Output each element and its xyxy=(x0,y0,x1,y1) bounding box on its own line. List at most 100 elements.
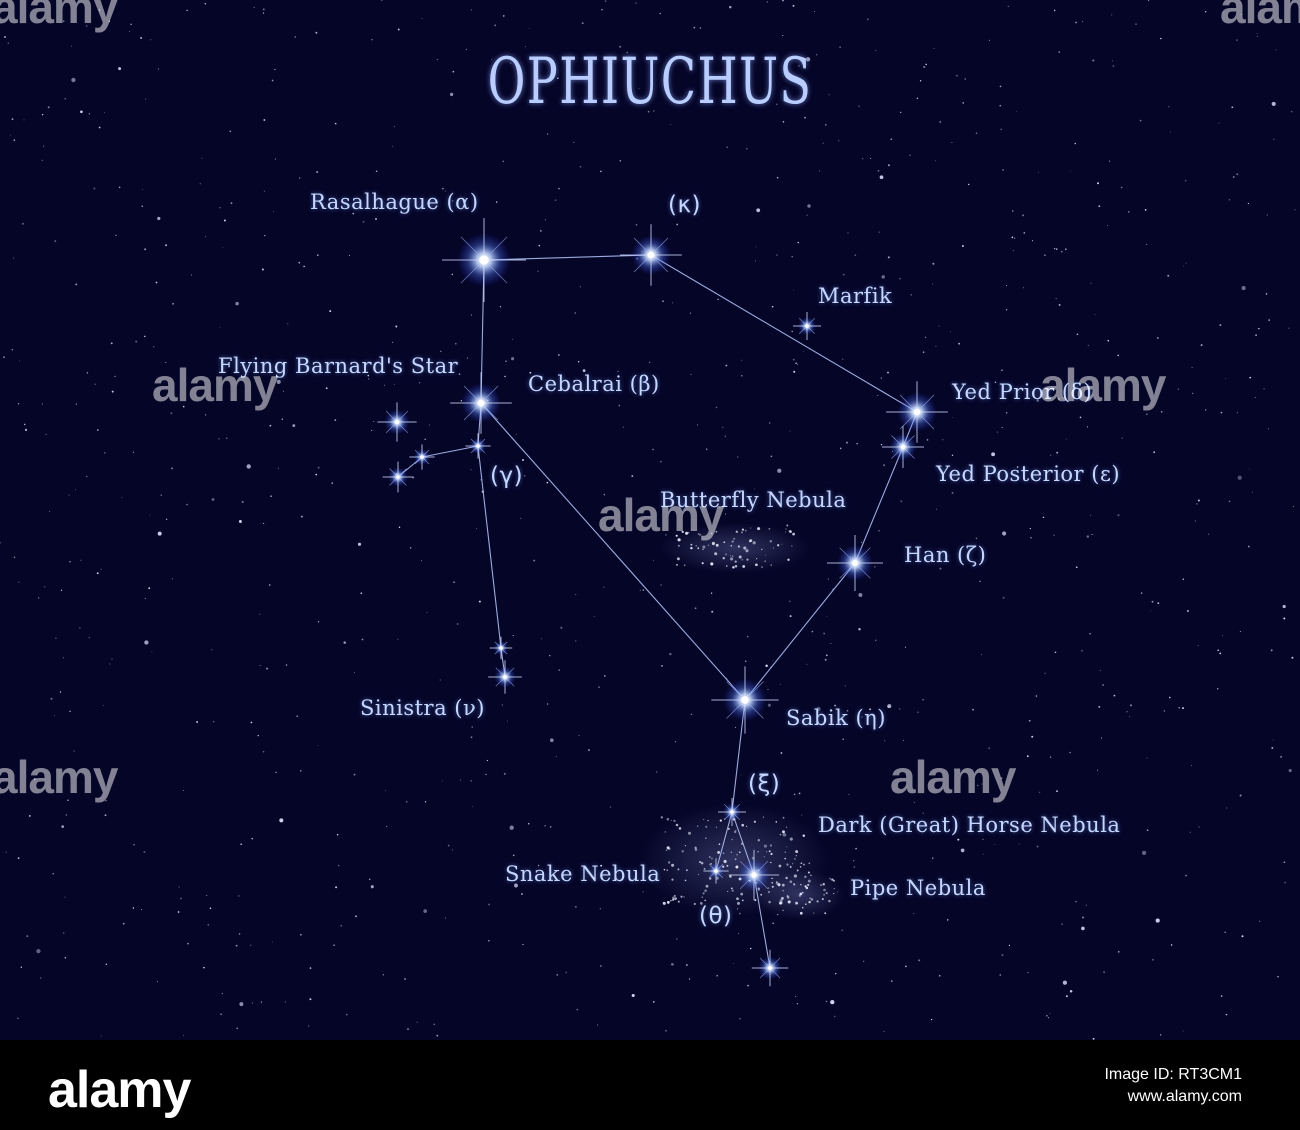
background-star xyxy=(665,534,667,536)
background-star xyxy=(451,273,454,276)
background-star xyxy=(528,28,530,29)
background-star xyxy=(212,720,215,723)
background-star xyxy=(329,310,332,313)
background-star xyxy=(250,944,252,946)
background-star xyxy=(1038,171,1040,173)
background-star xyxy=(1294,209,1296,211)
background-star xyxy=(308,1025,310,1027)
background-star xyxy=(86,475,88,478)
background-star xyxy=(555,756,557,758)
background-star xyxy=(1217,649,1220,652)
background-star xyxy=(41,159,43,161)
background-star xyxy=(18,581,20,584)
nebula-star xyxy=(787,900,791,904)
background-star xyxy=(951,454,954,457)
background-star xyxy=(776,254,778,256)
nebula-star xyxy=(753,820,757,823)
background-star xyxy=(588,749,590,752)
background-star xyxy=(1270,649,1273,652)
background-star xyxy=(1236,173,1239,176)
background-star xyxy=(690,373,692,376)
nebula-star xyxy=(730,851,732,853)
background-star xyxy=(767,703,771,707)
background-star xyxy=(686,964,688,966)
background-star xyxy=(724,435,726,437)
nebula-star xyxy=(757,838,761,842)
constellation-line-gamma-barnard2 xyxy=(421,445,479,458)
background-star xyxy=(1268,319,1270,321)
background-star xyxy=(880,377,882,379)
background-star xyxy=(393,125,395,127)
nebula-star xyxy=(684,879,687,882)
background-star xyxy=(1121,437,1123,439)
background-star xyxy=(230,202,233,204)
background-star xyxy=(501,704,503,706)
background-star xyxy=(114,375,116,378)
background-star xyxy=(391,341,394,344)
background-star xyxy=(854,254,857,256)
background-star xyxy=(219,326,221,328)
nebula-star xyxy=(799,911,803,915)
background-star xyxy=(1288,327,1290,329)
background-star xyxy=(903,739,905,741)
background-star xyxy=(47,106,50,109)
background-star xyxy=(791,255,793,258)
background-star xyxy=(219,207,221,209)
background-star xyxy=(75,283,78,286)
background-star xyxy=(251,837,253,840)
background-star xyxy=(45,433,47,435)
nebula-star xyxy=(748,540,752,543)
nebula-star xyxy=(707,819,709,822)
constellation-line-xi-theta xyxy=(715,811,733,872)
nebula-star xyxy=(735,865,739,869)
background-star xyxy=(1056,451,1059,454)
nebula-star xyxy=(777,913,779,916)
nebula-star xyxy=(698,860,702,864)
background-star xyxy=(418,382,420,384)
nebula-star xyxy=(789,530,792,533)
background-star xyxy=(52,873,54,875)
background-star xyxy=(716,974,718,977)
background-star xyxy=(1257,35,1258,37)
background-star xyxy=(132,907,135,909)
background-star xyxy=(1186,610,1189,612)
nebula-star xyxy=(768,900,771,904)
label-yed-prior: Yed Prior (δ) xyxy=(952,380,1093,404)
background-star xyxy=(88,637,90,639)
background-star xyxy=(951,141,953,144)
background-star xyxy=(722,426,724,428)
background-star xyxy=(782,0,784,2)
background-star xyxy=(922,351,925,353)
background-star xyxy=(9,134,11,136)
background-star xyxy=(355,915,357,918)
background-star xyxy=(367,374,370,377)
background-star xyxy=(511,357,515,361)
nebula-star xyxy=(681,530,684,534)
nebula-star xyxy=(677,900,680,903)
background-star xyxy=(276,379,281,384)
background-star xyxy=(471,726,474,728)
background-star xyxy=(1022,214,1025,217)
nebula-star xyxy=(676,563,678,566)
star-theta xyxy=(703,858,729,884)
nebula-star xyxy=(734,830,737,834)
background-star xyxy=(1157,602,1160,604)
background-star xyxy=(476,527,478,530)
background-star xyxy=(382,974,384,976)
nebula-star xyxy=(673,819,676,823)
background-star xyxy=(1031,735,1034,738)
background-star xyxy=(357,542,362,546)
background-star xyxy=(910,294,912,296)
background-star xyxy=(504,375,506,378)
background-star xyxy=(505,360,507,362)
background-star xyxy=(397,28,400,31)
background-star xyxy=(546,481,549,484)
background-star xyxy=(861,716,863,718)
background-star xyxy=(460,779,462,781)
background-star xyxy=(21,222,24,225)
background-star xyxy=(545,219,547,221)
nebula-star xyxy=(757,850,759,853)
background-star xyxy=(270,495,272,497)
background-star xyxy=(745,147,748,150)
background-star xyxy=(803,350,805,352)
